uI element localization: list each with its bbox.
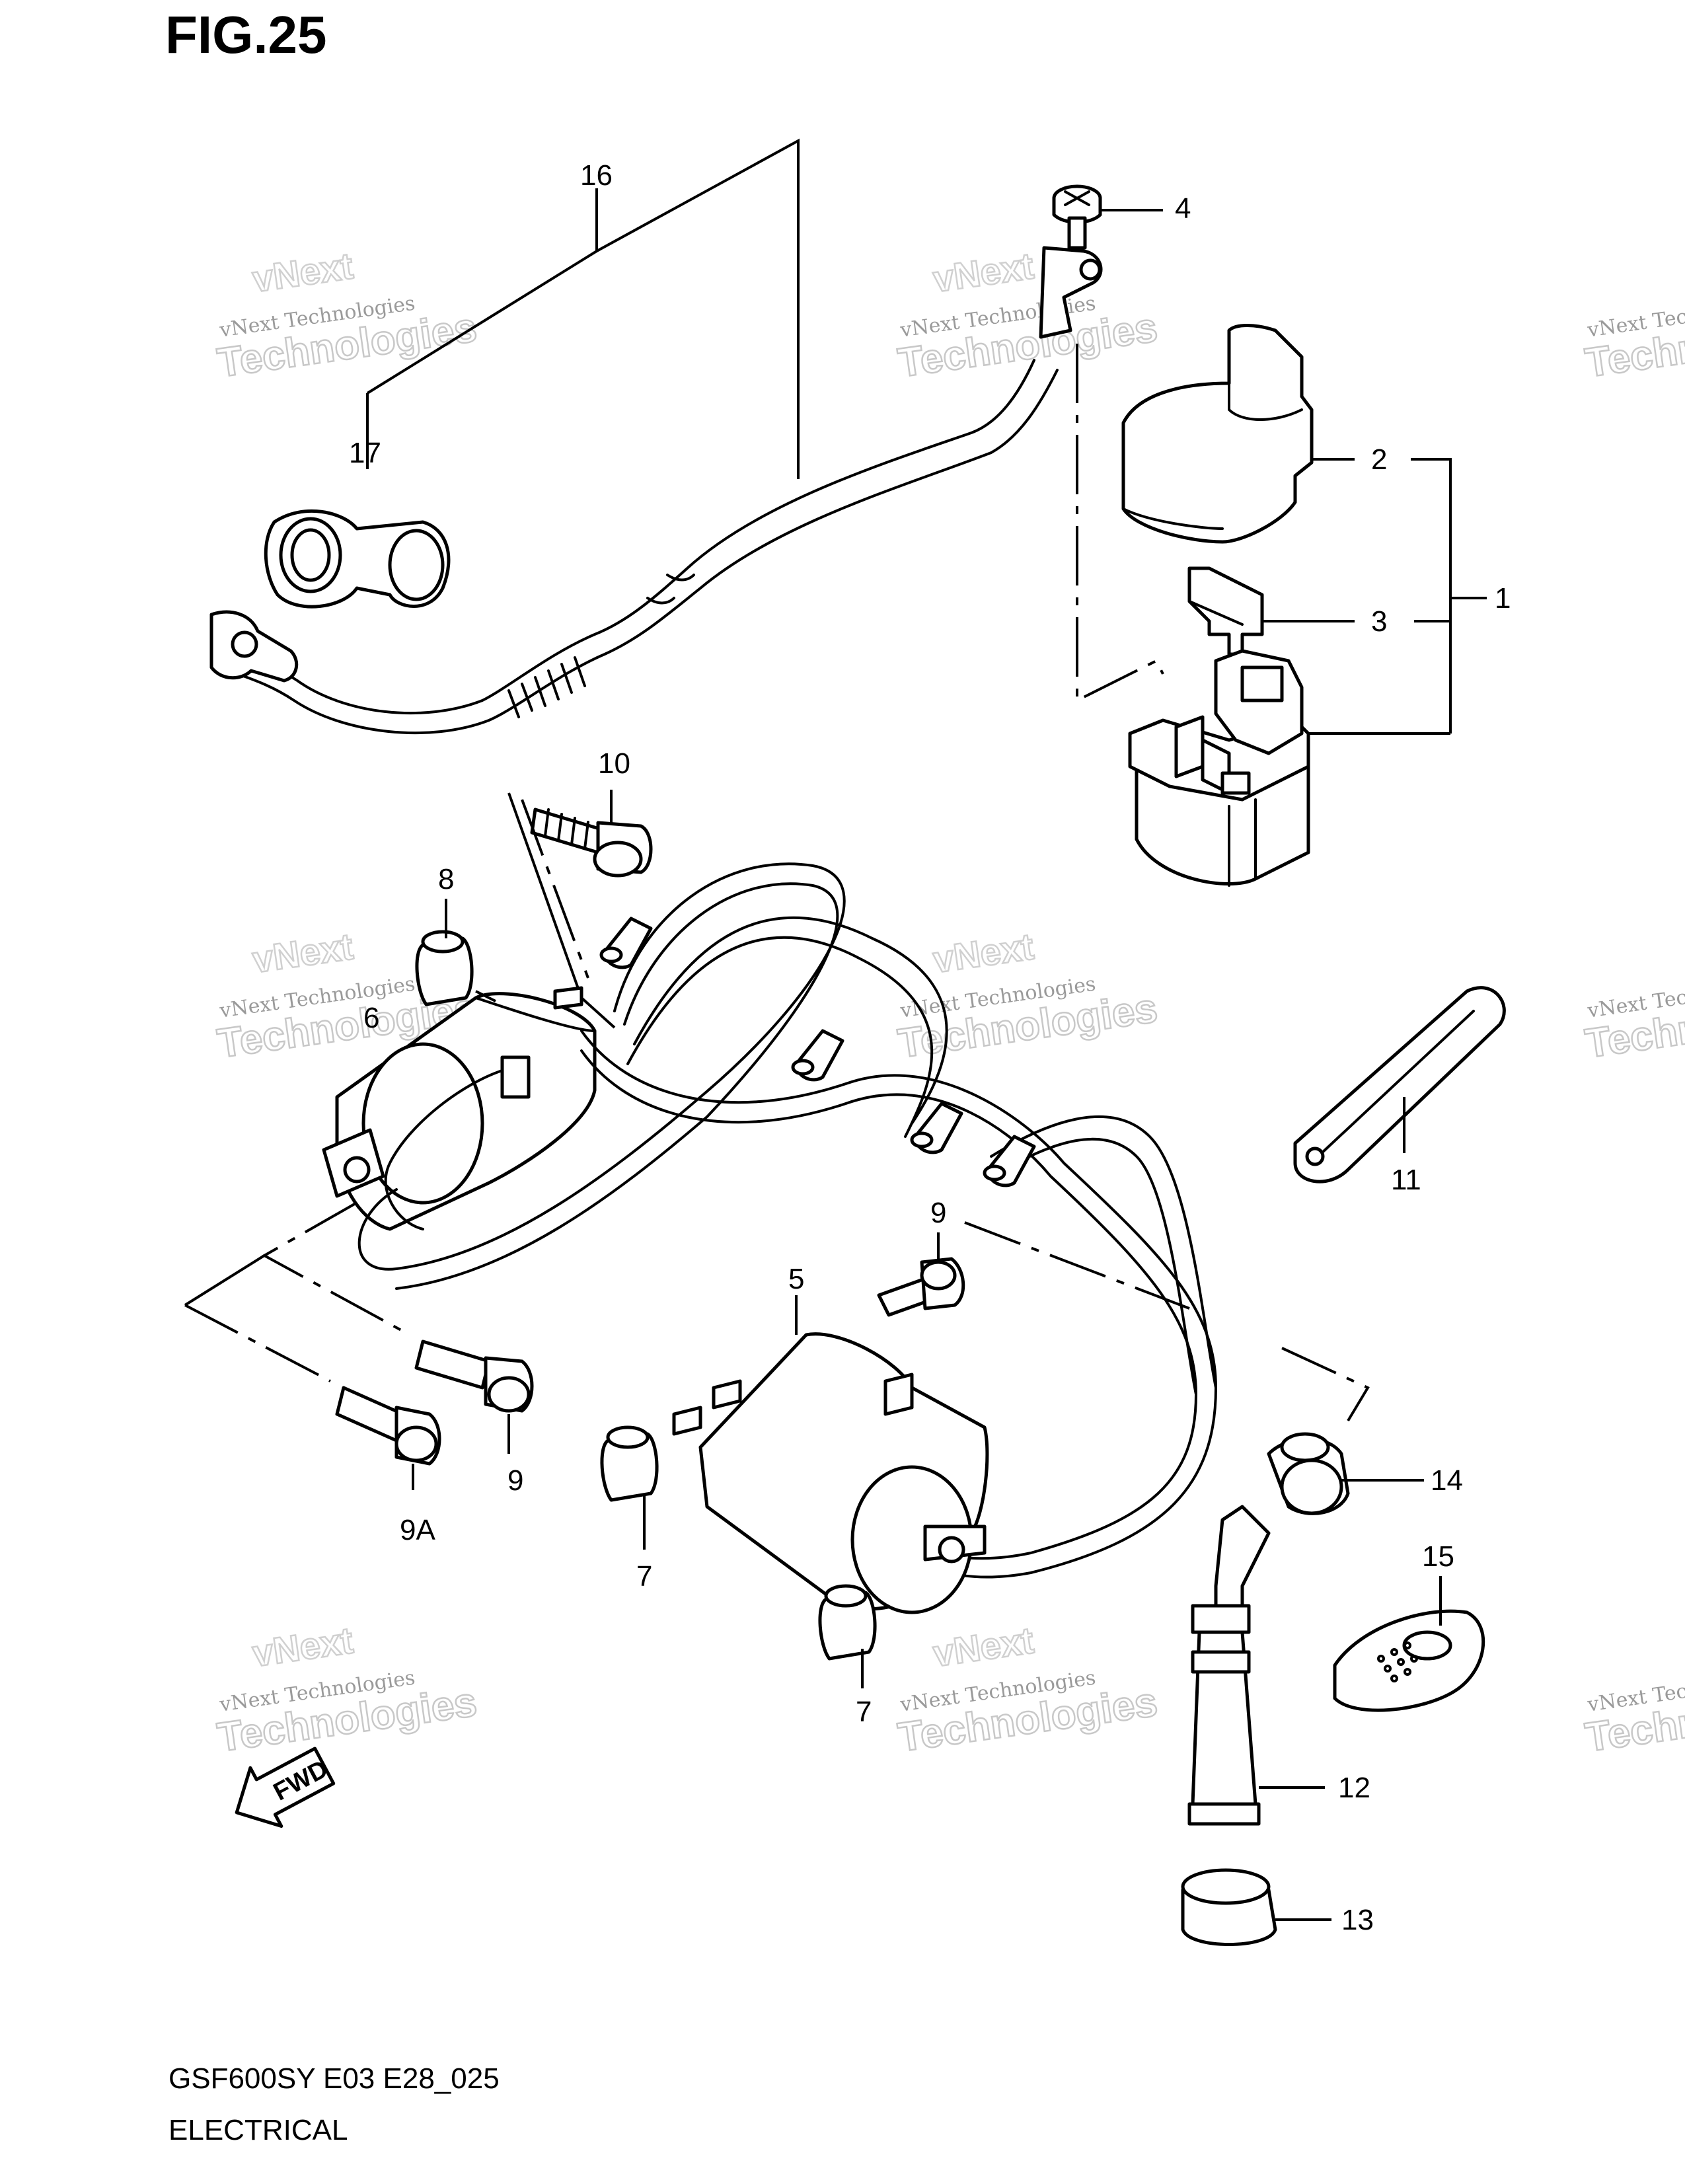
callout-9-upper: 9: [930, 1197, 946, 1229]
ignition-coil-6: [322, 986, 597, 1231]
callout-3: 3: [1371, 605, 1387, 638]
callout-8: 8: [438, 863, 454, 895]
watermark-brand-name: vNext: [930, 1619, 1036, 1675]
callout-11: 11: [1391, 1164, 1421, 1196]
forward-direction-arrow: FWD: [235, 1747, 336, 1828]
spark-plug-cap-12: [1187, 1505, 1271, 1826]
callout-7-left: 7: [636, 1560, 652, 1593]
callout-13: 13: [1341, 1904, 1374, 1936]
lead-end-caps: [599, 917, 1036, 1187]
callout-9-left: 9: [507, 1464, 523, 1497]
callout-4: 4: [1175, 192, 1191, 225]
watermark-brand-name: vNext: [930, 245, 1036, 300]
grommet-15: [1333, 1609, 1485, 1712]
callout-labels: 1 2 3 4 5 6 7 7 8 9 9 9A 10 11 12 13 14 …: [349, 159, 1511, 1936]
fuse: [1187, 566, 1264, 656]
callout-7-right: 7: [856, 1696, 872, 1728]
model-code: GSF600SY E03 E28_025: [168, 2062, 500, 2095]
callout-9a: 9A: [400, 1514, 435, 1546]
callout-10: 10: [598, 747, 630, 780]
figure-title: FIG.25: [165, 5, 327, 64]
collar-7-right: [818, 1584, 877, 1661]
bolt-9a: [335, 1386, 441, 1466]
watermark-brand-name: vNext: [250, 245, 356, 300]
watermark-brand-name: vNext: [250, 1619, 356, 1675]
section-name: ELECTRICAL: [168, 2114, 348, 2146]
plug-cap-boot-13: [1181, 1868, 1277, 1946]
high-tension-leads: [357, 862, 1218, 1579]
collar-7-left: [600, 1425, 659, 1502]
watermark-brand-name: vNext: [250, 925, 356, 981]
callout-1: 1: [1495, 582, 1511, 615]
callout-2: 2: [1371, 443, 1387, 476]
callout-15: 15: [1422, 1540, 1454, 1573]
ignition-coil-5: [672, 1332, 989, 1614]
starter-relay: [1128, 649, 1310, 887]
battery-cable: [209, 246, 1103, 735]
callout-12: 12: [1338, 1772, 1370, 1804]
watermark-brand-name: vNext: [930, 925, 1036, 981]
bolt-4: [1052, 184, 1102, 250]
relay-cover: [1121, 324, 1314, 544]
grommet-14: [1267, 1432, 1350, 1515]
callout-16: 16: [580, 159, 613, 192]
callout-17: 17: [349, 437, 381, 469]
collar-8: [415, 930, 474, 1006]
bolt-9-upper: [877, 1257, 965, 1317]
bolt-9-left: [414, 1339, 534, 1413]
callout-14: 14: [1431, 1464, 1463, 1497]
clamp-11: [1293, 986, 1506, 1184]
corrugated-sleeve: [507, 656, 586, 718]
bolt-10: [530, 808, 653, 878]
callout-6: 6: [363, 1002, 379, 1034]
callout-5: 5: [788, 1263, 804, 1295]
